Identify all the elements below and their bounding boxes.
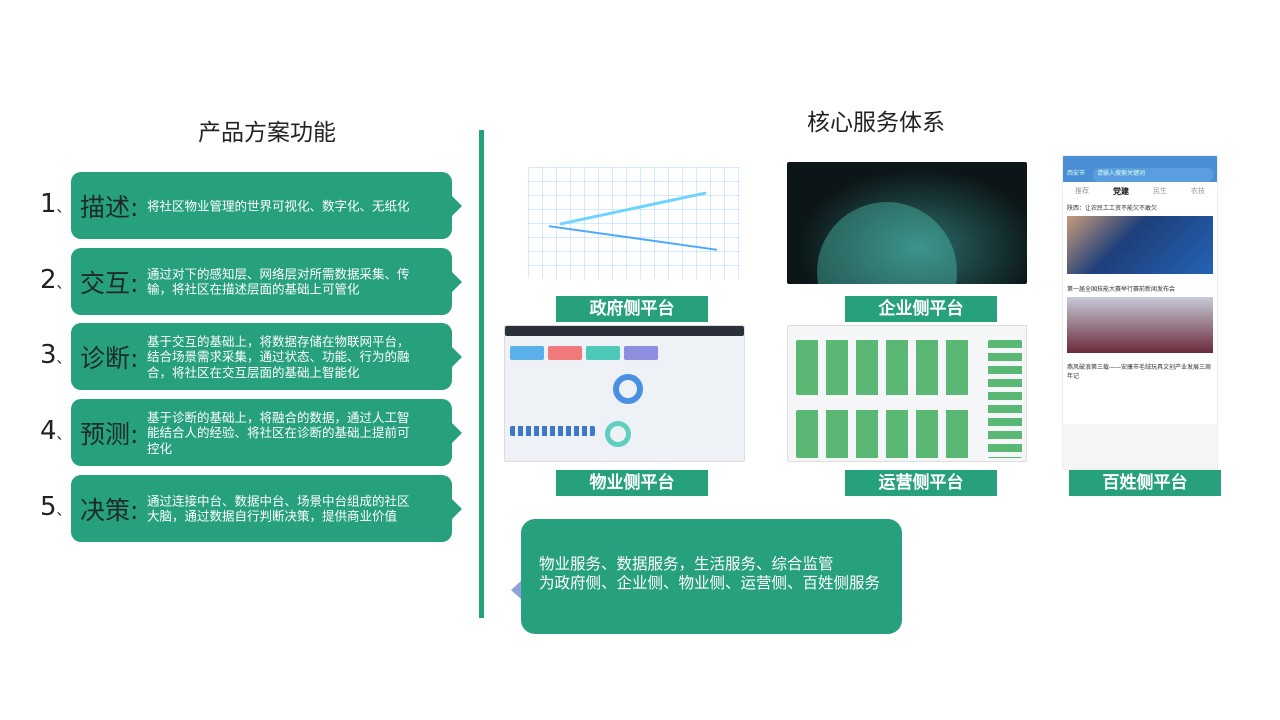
function-item: 交互: 通过对下的感知层、网络层对所需数据采集、传输，将社区在描述层面的基础上可… [71,248,462,315]
property-platform-label: 物业侧平台 [556,470,708,496]
item-number: 4、 [40,416,71,446]
citizen-platform-label: 百姓侧平台 [1069,470,1221,496]
item-number: 3、 [40,340,71,370]
item-description: 通过对下的感知层、网络层对所需数据采集、传输，将社区在描述层面的基础上可管化 [147,266,410,297]
item-description: 通过连接中台、数据中台、场景中台组成的社区大脑，通过数据自行判断决策，提供商业价… [147,493,410,524]
left-section-title: 产品方案功能 [198,120,336,146]
phone-tab: 农技 [1191,187,1205,195]
callout-line-1: 物业服务、数据服务，生活服务、综合监管 [539,555,834,573]
function-item: 预测: 基于诊断的基础上，将融合的数据，通过人工智能结合人的经验、将社区在诊断的… [71,399,462,466]
item-number: 5、 [40,492,71,522]
phone-tab: 民生 [1153,187,1167,195]
operations-platform-screenshot [787,325,1027,462]
item-description: 将社区物业管理的世界可视化、数字化、无纸化 [147,197,410,213]
item-heading: 诊断: [80,343,139,373]
phone-tab: 推荐 [1075,187,1089,195]
function-item: 决策: 通过连接中台、数据中台、场景中台组成的社区大脑，通过数据自行判断决策，提… [71,475,462,542]
item-number: 1、 [40,189,71,219]
function-item: 诊断: 基于交互的基础上，将数据存储在物联网平台，结合场景需求采集，通过状态、功… [71,323,462,390]
city-label: 西安市 [1067,170,1086,177]
news-title: 第一届全国技能大赛举行赛前新闻发布会 [1067,286,1176,293]
search-placeholder: 请输入搜索关键词 [1093,168,1213,182]
divider [479,130,484,618]
item-description: 基于诊断的基础上，将融合的数据，通过人工智能结合人的经验、将社区在诊断的基础上提… [147,409,410,456]
item-number: 2、 [40,265,71,295]
news-title: 燕风破浪第三载——安康市毛绒玩具文创产业发展三周年记 [1067,364,1212,380]
news-title: 陕西：让农民工工资不能欠不敢欠 [1067,205,1158,212]
item-heading: 决策: [80,495,139,525]
gov-platform-label: 政府侧平台 [556,296,708,322]
callout-line-2: 为政府侧、企业侧、物业侧、运营侧、百姓侧服务 [539,574,881,592]
right-section-title: 核心服务体系 [807,110,945,136]
item-heading: 交互: [80,268,139,298]
citizen-app-screenshot: 西安市 请输入搜索关键词 推荐 党建 民生 农技 陕西：让农民工工资不能欠不敢欠 第一… [1062,155,1218,470]
operations-platform-label: 运营侧平台 [845,470,997,496]
callout-pointer [511,580,522,600]
gov-platform-screenshot [528,167,740,279]
item-heading: 描述: [80,192,139,222]
item-heading: 预测: [80,419,139,449]
enterprise-platform-label: 企业侧平台 [845,296,997,322]
function-item: 描述: 将社区物业管理的世界可视化、数字化、无纸化 [71,172,462,239]
phone-tab: 党建 [1113,187,1129,196]
enterprise-platform-screenshot [787,162,1027,284]
item-description: 基于交互的基础上，将数据存储在物联网平台，结合场景需求采集，通过状态、功能、行为… [147,333,410,380]
property-platform-screenshot [504,325,745,462]
services-callout: 物业服务、数据服务，生活服务、综合监管 为政府侧、企业侧、物业侧、运营侧、百姓侧… [521,519,902,634]
